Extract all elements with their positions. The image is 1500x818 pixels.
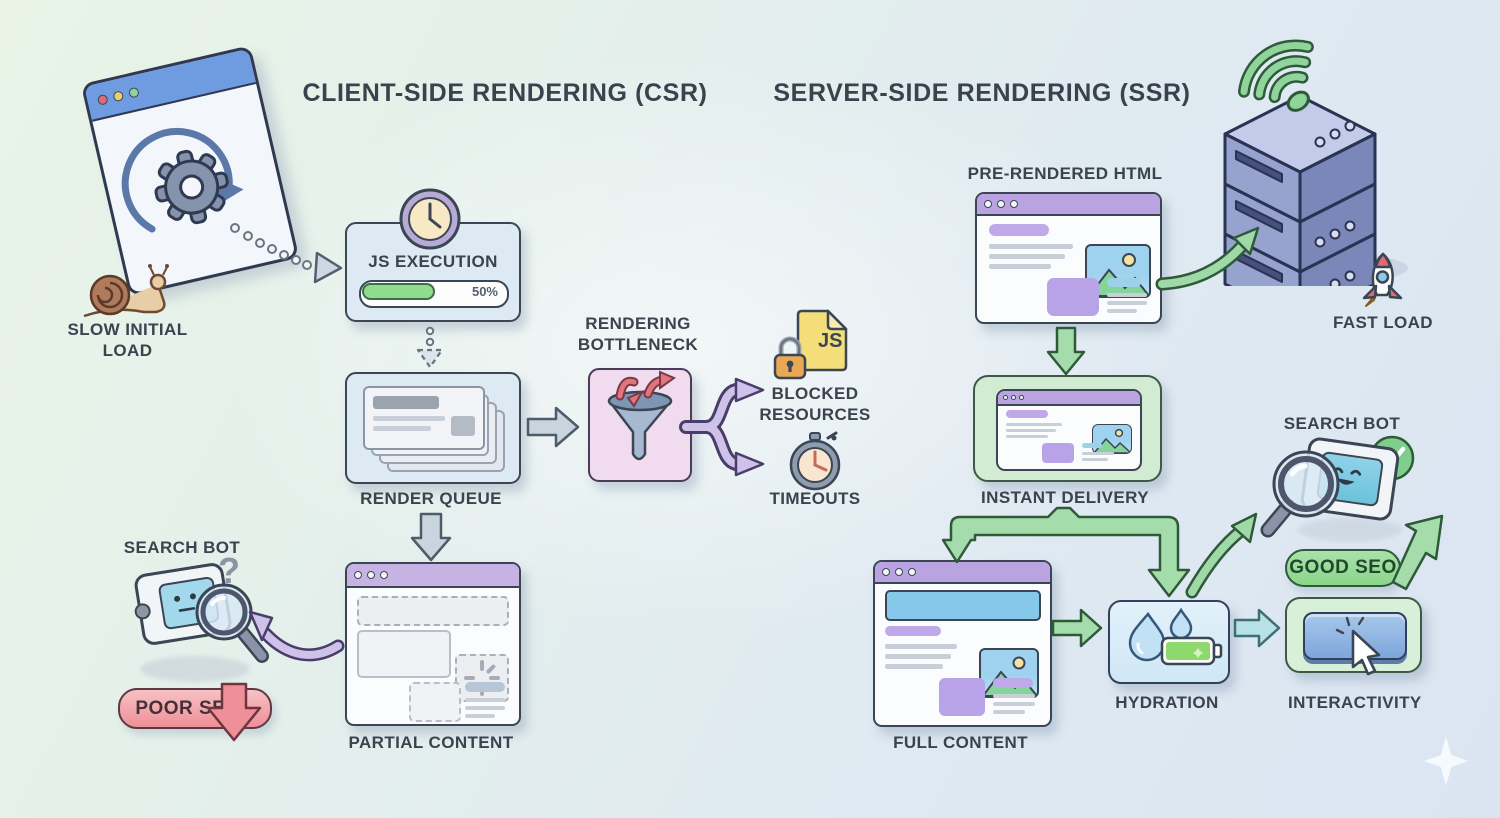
good-seo-pill: GOOD SEO (1285, 549, 1401, 587)
arrow-pre-to-instant-icon (1046, 326, 1086, 376)
placeholder-box (357, 630, 451, 678)
content-block (1047, 278, 1099, 316)
render-queue-label: RENDER QUEUE (360, 489, 502, 508)
arrow-hydration-to-bot-icon (1185, 512, 1258, 599)
full-content-browser (873, 560, 1052, 727)
red-dot-icon (96, 93, 109, 106)
ssr-title: SERVER-SIDE RENDERING (SSR) (773, 79, 1191, 107)
wifi-icon (1237, 39, 1314, 112)
arrow-full-to-hydration-icon (1051, 608, 1103, 648)
loading-spinner-box (455, 654, 509, 702)
robot-knob (133, 602, 152, 621)
pre-rendered-html-label: PRE-RENDERED HTML (967, 164, 1163, 183)
js-progress-bar: 50% (359, 280, 509, 308)
image-placeholder-icon (979, 648, 1039, 698)
instant-delivery-card (973, 375, 1162, 482)
mini-browser-icon (996, 389, 1142, 471)
queued-page-front-icon (363, 386, 485, 450)
rocket-icon (1362, 252, 1403, 307)
text-pill (885, 626, 941, 636)
js-execution-label: JS EXECUTION (368, 252, 498, 271)
search-bot-happy-icon (1260, 432, 1415, 542)
magnifier-icon (1260, 450, 1340, 538)
timeout-stopwatch-icon (789, 431, 841, 491)
snail-icon (83, 264, 169, 318)
timeouts-label: TIMEOUTS (769, 489, 861, 508)
render-queue-card (345, 372, 521, 484)
sparkle-icon (1424, 736, 1468, 786)
water-drop-icon (1128, 611, 1166, 662)
js-progress-fill (362, 283, 435, 300)
partial-content-label: PARTIAL CONTENT (348, 733, 514, 752)
arrow-queue-to-funnel-icon (526, 406, 580, 448)
text-pill (1107, 278, 1141, 287)
placeholder-box (409, 682, 461, 722)
good-seo-label: GOOD SEO (1289, 557, 1397, 578)
cursor-icon (1335, 616, 1381, 676)
green-dot-icon (127, 86, 140, 99)
text-pill (989, 224, 1049, 236)
hydration-card (1108, 600, 1230, 684)
instant-delivery-label: INSTANT DELIVERY (981, 488, 1149, 507)
shadow (1298, 518, 1402, 542)
fast-load-label: FAST LOAD (1333, 313, 1433, 332)
dotted-down-arrow-icon (416, 326, 444, 369)
bottleneck-card (588, 368, 692, 482)
poor-seo-pill: POOR SEO (118, 688, 272, 729)
browser-loading-icon (80, 45, 300, 297)
magnifier-icon (195, 583, 269, 663)
question-mark-icon: ? (218, 550, 240, 591)
lock-icon (773, 336, 807, 380)
yellow-dot-icon (112, 90, 125, 103)
arrow-queue-to-partial-icon (410, 512, 452, 562)
slow-initial-load-label: SLOW INITIAL LOAD (67, 320, 188, 360)
content-block (939, 678, 985, 716)
hero-banner (885, 590, 1041, 621)
js-file-badge: JS (818, 330, 843, 352)
csr-title: CLIENT-SIDE RENDERING (CSR) (302, 79, 708, 107)
hydration-label: HYDRATION (1115, 693, 1219, 712)
text-pill (465, 682, 505, 692)
text-pill (993, 678, 1033, 688)
pre-rendered-browser (975, 192, 1162, 324)
full-content-label: FULL CONTENT (893, 733, 1028, 752)
browser-title-bar (347, 564, 519, 588)
search-bot-label-csr: SEARCH BOT (123, 538, 241, 557)
search-bot-label-ssr: SEARCH BOT (1283, 414, 1401, 433)
partial-content-browser (345, 562, 521, 726)
blocked-js-icon: JS (770, 308, 856, 388)
robot-screen (157, 575, 221, 631)
interactivity-label: INTERACTIVITY (1288, 693, 1422, 712)
battery-icon (1160, 636, 1223, 666)
blocked-resources-label: BLOCKED RESOURCES (759, 384, 871, 424)
interactivity-card (1285, 597, 1422, 676)
funnel-icon (607, 370, 677, 461)
js-progress-percent: 50% (471, 284, 498, 299)
water-drop-icon (1169, 607, 1193, 640)
spinner-icon (464, 660, 500, 696)
image-placeholder-icon (1092, 424, 1132, 454)
search-bot-confused-icon: ? (126, 550, 269, 686)
gear-refresh-icon (121, 128, 244, 233)
clock-icon (399, 188, 461, 250)
poor-seo-label: POOR SEO (135, 697, 241, 719)
arrow-hydration-to-interactivity-icon (1233, 608, 1281, 648)
shadow (140, 656, 250, 682)
robot-monitor-icon (132, 561, 234, 647)
rendering-bottleneck-label: RENDERING BOTTLENECK (577, 314, 699, 354)
placeholder-box (357, 596, 509, 626)
